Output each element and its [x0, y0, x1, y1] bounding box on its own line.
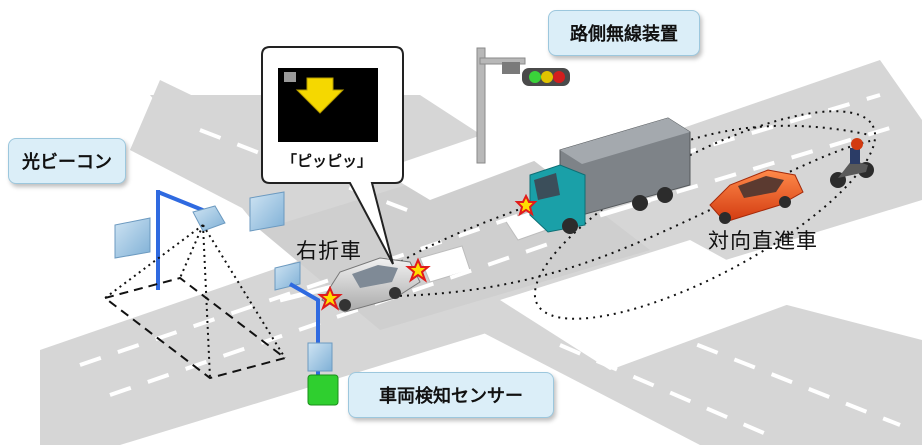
yellow-light	[541, 71, 553, 83]
beacon-box-right	[250, 192, 284, 231]
display-icon	[284, 72, 296, 82]
right-turn-car-label: 右折車	[296, 235, 362, 265]
sensor-box-mid	[308, 343, 332, 371]
rider-helmet	[851, 138, 863, 150]
beacon-box-left	[115, 218, 150, 258]
vehicle-sensor-label: 車両検知センサー	[348, 372, 554, 418]
roadside-unit-label: 路側無線装置	[548, 10, 700, 56]
sensor-green-unit	[308, 375, 338, 405]
green-light	[529, 71, 541, 83]
red-light	[553, 71, 565, 83]
oncoming-car-label: 対向直進車	[708, 225, 818, 255]
alert-sound-label: 「ピッピッ」	[282, 150, 372, 171]
optical-beacon-label: 光ビーコン	[8, 138, 126, 184]
